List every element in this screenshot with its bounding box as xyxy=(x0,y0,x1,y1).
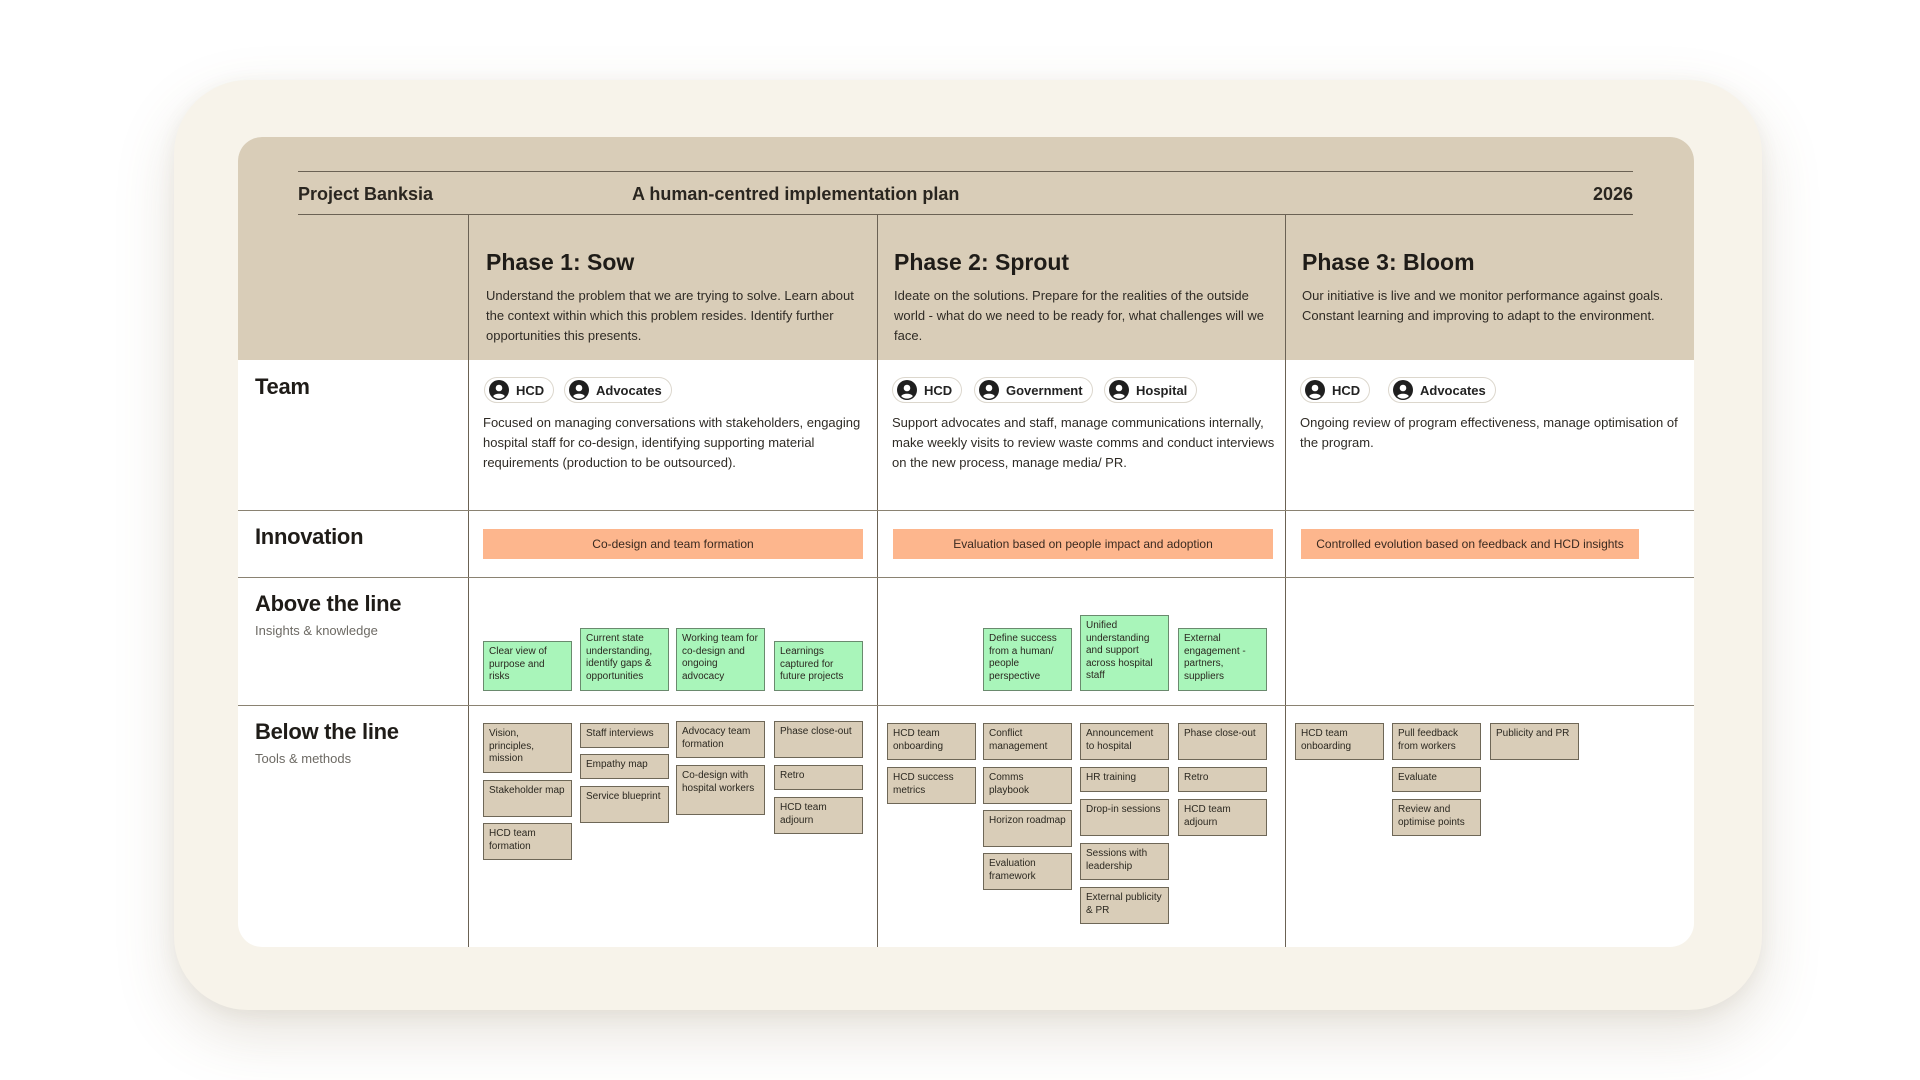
phase-3-header: Phase 3: Bloom Our initiative is live an… xyxy=(1302,249,1677,326)
tool-note: HCD team adjourn xyxy=(774,797,863,834)
insight-note: Working team for co-design and ongoing a… xyxy=(676,628,765,691)
row-title: Above the line xyxy=(255,591,402,616)
user-circle-icon xyxy=(1393,380,1413,400)
innovation-bar: Co-design and team formation xyxy=(483,529,863,559)
tool-note: Vision, principles, mission xyxy=(483,723,572,773)
innovation-bar: Evaluation based on people impact and ad… xyxy=(893,529,1273,559)
team-pill-label: HCD xyxy=(516,382,545,398)
phase-title: Phase 2: Sprout xyxy=(894,249,1070,275)
tool-note: HCD team onboarding xyxy=(1295,723,1384,760)
tool-note: Drop-in sessions xyxy=(1080,799,1169,836)
column-divider xyxy=(468,215,469,947)
tool-note: Evaluation framework xyxy=(983,853,1072,890)
row-divider xyxy=(238,705,1694,706)
insight-note: Clear view of purpose and risks xyxy=(483,641,572,691)
team-description: Support advocates and staff, manage comm… xyxy=(892,415,1275,470)
phase-title: Phase 1: Sow xyxy=(486,249,635,275)
tool-note: Pull feedback from workers xyxy=(1392,723,1481,760)
team-pill: Government xyxy=(974,377,1093,403)
team-pill-label: HCD xyxy=(1332,382,1361,398)
user-circle-icon xyxy=(1305,380,1325,400)
tool-note: HCD success metrics xyxy=(887,767,976,804)
team-pill: Advocates xyxy=(1388,377,1496,403)
team-pill-label: Hospital xyxy=(1136,382,1188,398)
tool-note: Co-design with hospital workers xyxy=(676,765,765,815)
insight-note: Unified understanding and support across… xyxy=(1080,615,1169,691)
user-circle-icon xyxy=(979,380,999,400)
team-description: Ongoing review of program effectiveness,… xyxy=(1300,415,1678,450)
team-pill: HCD xyxy=(1300,377,1371,403)
tool-note: Advocacy team formation xyxy=(676,721,765,758)
user-circle-icon xyxy=(569,380,589,400)
team-pill-label: Advocates xyxy=(1420,382,1486,398)
tool-note: Staff interviews xyxy=(580,723,669,748)
tool-note: Conflict management xyxy=(983,723,1072,760)
insight-note: Learnings captured for future projects xyxy=(774,641,863,691)
team-pill: HCD xyxy=(892,377,963,403)
team-pill: Advocates xyxy=(564,377,672,403)
row-subtitle: Insights & knowledge xyxy=(255,623,378,638)
user-circle-icon xyxy=(489,380,509,400)
team-pill-label: Advocates xyxy=(596,382,662,398)
plan-year: 2026 xyxy=(1592,184,1633,204)
tool-note: Evaluate xyxy=(1392,767,1481,792)
tool-note: Phase close-out xyxy=(774,721,863,758)
row-title: Below the line xyxy=(255,719,399,744)
board-header: Project Banksia A human-centred implemen… xyxy=(238,137,1694,360)
phase-title: Phase 3: Bloom xyxy=(1302,249,1475,275)
phase-description: Our initiative is live and we monitor pe… xyxy=(1302,288,1664,323)
project-name: Project Banksia xyxy=(298,184,434,204)
title-bar: Project Banksia A human-centred implemen… xyxy=(298,171,1633,215)
phase-2-header: Phase 2: Sprout Ideate on the solutions.… xyxy=(894,249,1269,346)
row-label-innovation: Innovation xyxy=(255,524,364,550)
tool-note: Stakeholder map xyxy=(483,780,572,817)
tool-note: Empathy map xyxy=(580,754,669,779)
tool-note: HCD team onboarding xyxy=(887,723,976,760)
row-label-team: Team xyxy=(255,374,310,400)
phase-1-header: Phase 1: Sow Understand the problem that… xyxy=(486,249,861,346)
row-title: Innovation xyxy=(255,524,364,549)
team-pill-label: HCD xyxy=(924,382,953,398)
tool-note: Publicity and PR xyxy=(1490,723,1579,760)
phase-description: Understand the problem that we are tryin… xyxy=(486,288,854,343)
tool-note: Announcement to hospital xyxy=(1080,723,1169,760)
plan-title: A human-centred implementation plan xyxy=(632,184,960,204)
row-label-above-the-line: Above the line Insights & knowledge xyxy=(255,591,401,638)
team-pill: HCD xyxy=(484,377,555,403)
row-divider xyxy=(238,510,1694,511)
tool-note: Phase close-out xyxy=(1178,723,1267,760)
innovation-bar: Controlled evolution based on feedback a… xyxy=(1301,529,1639,559)
tool-note: Retro xyxy=(774,765,863,790)
insight-note: Current state understanding, identify ga… xyxy=(580,628,669,691)
tool-note: Sessions with leadership xyxy=(1080,843,1169,880)
tool-note: Service blueprint xyxy=(580,786,669,823)
insight-note: External engagement - partners, supplier… xyxy=(1178,628,1267,691)
plan-board: Project Banksia A human-centred implemen… xyxy=(238,137,1694,947)
column-divider xyxy=(1285,215,1286,947)
row-label-below-the-line: Below the line Tools & methods xyxy=(255,719,399,766)
user-circle-icon xyxy=(897,380,917,400)
tool-note: Retro xyxy=(1178,767,1267,792)
team-description: Focused on managing conversations with s… xyxy=(483,415,861,470)
insight-note: Define success from a human/ people pers… xyxy=(983,628,1072,691)
team-pill-label: Government xyxy=(1006,382,1083,398)
tool-note: HCD team adjourn xyxy=(1178,799,1267,836)
user-circle-icon xyxy=(1109,380,1129,400)
row-subtitle: Tools & methods xyxy=(255,751,352,766)
phase-description: Ideate on the solutions. Prepare for the… xyxy=(894,288,1264,343)
row-title: Team xyxy=(255,374,310,399)
team-pill: Hospital xyxy=(1104,377,1198,403)
tool-note: External publicity & PR xyxy=(1080,887,1169,924)
row-divider xyxy=(238,577,1694,578)
tool-note: Comms playbook xyxy=(983,767,1072,804)
tool-note: HR training xyxy=(1080,767,1169,792)
tool-note: HCD team formation xyxy=(483,823,572,860)
tool-note: Review and optimise points xyxy=(1392,799,1481,836)
column-divider xyxy=(877,215,878,947)
tool-note: Horizon roadmap xyxy=(983,810,1072,847)
